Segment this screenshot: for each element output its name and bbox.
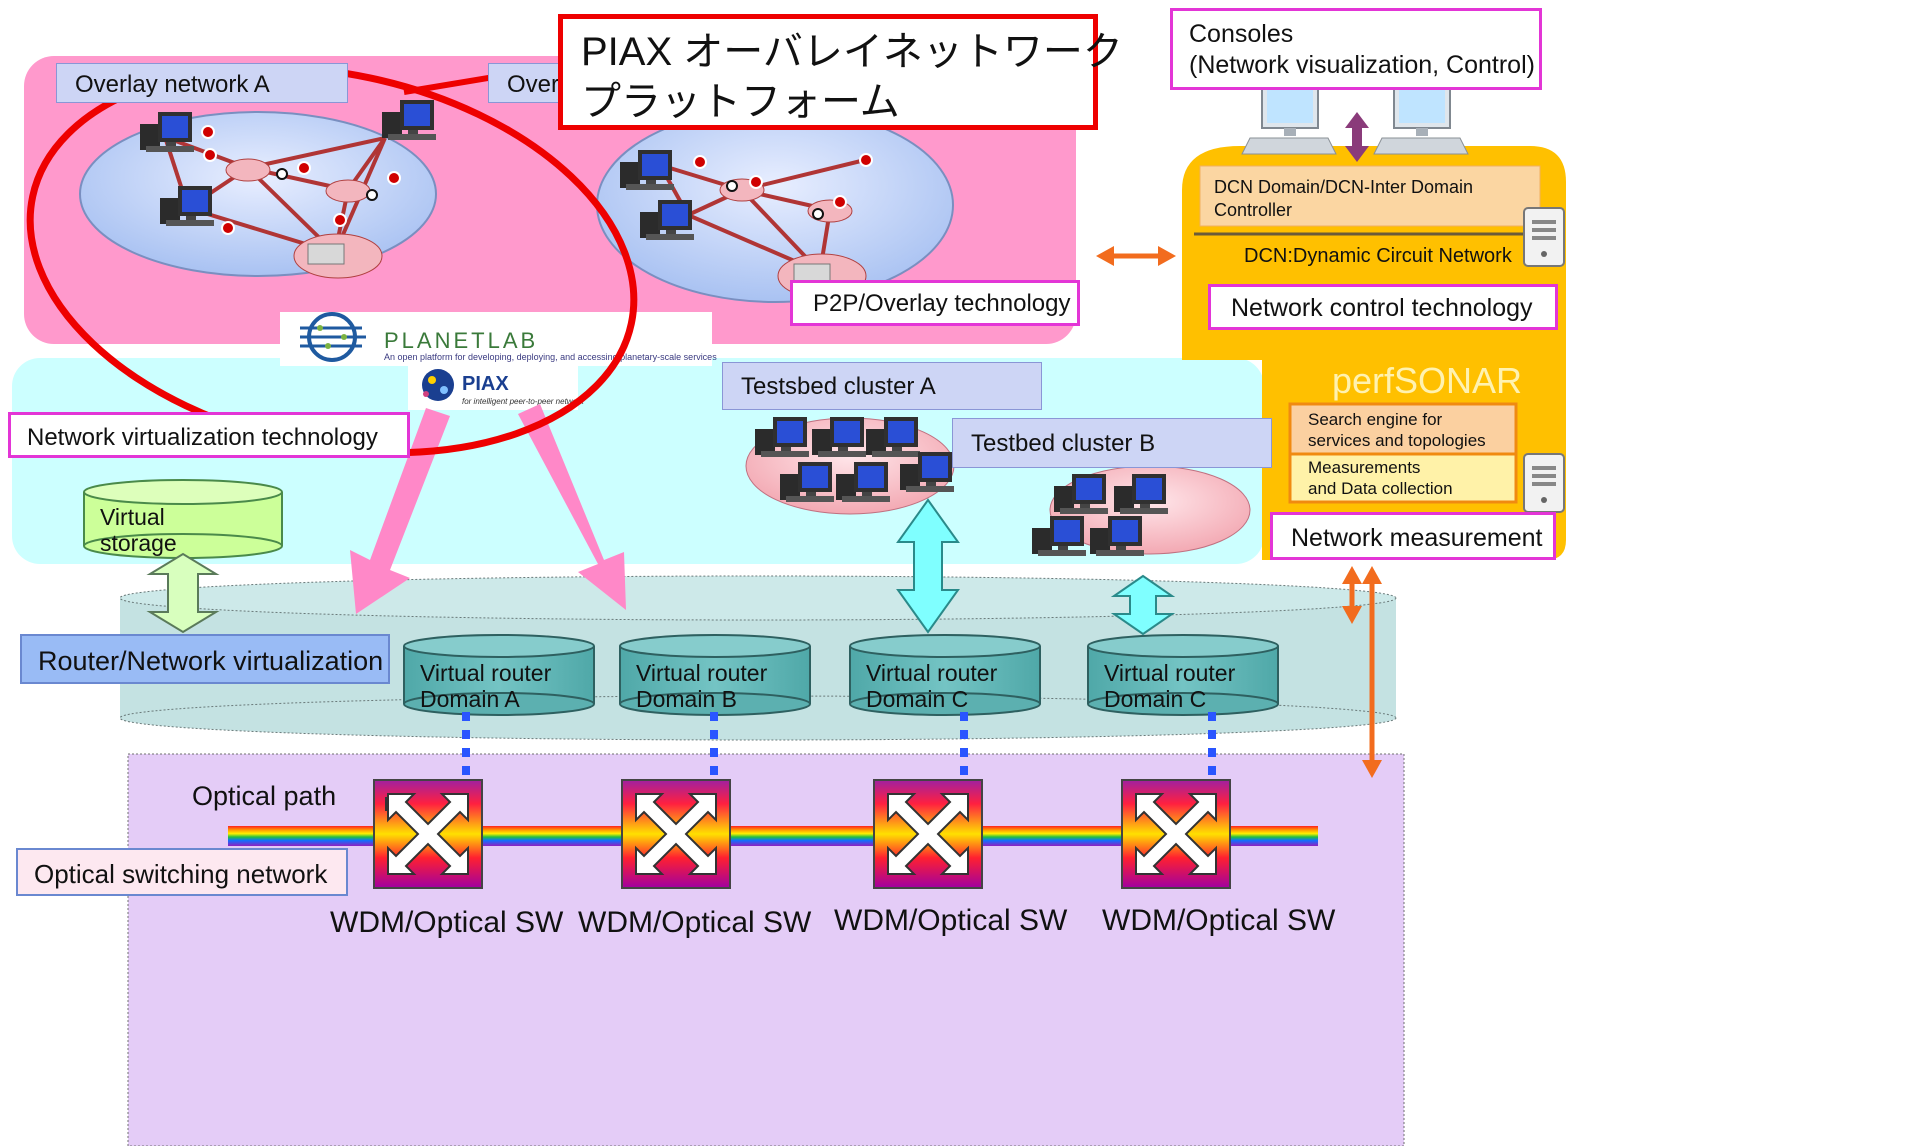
- wdm-switch-1: [373, 779, 483, 889]
- optical-switching-network-label: Optical switching network: [16, 848, 348, 896]
- consoles-subtitle: (Network visualization, Control): [1189, 51, 1535, 80]
- piax-to-router-arrows: [350, 404, 626, 614]
- wdm-switch-3: [873, 779, 983, 889]
- router-cylinder-b: [619, 634, 811, 716]
- storage-link-arrow: [146, 552, 220, 634]
- dcn-definition: DCN:Dynamic Circuit Network: [1244, 245, 1512, 267]
- router-a-line-2: Domain A: [420, 686, 520, 713]
- measurements-line-1: Measurements: [1308, 458, 1421, 477]
- testbed-cluster-b-label: Testbed cluster B: [952, 418, 1272, 468]
- overlay-network-b-label: Overl: [488, 63, 568, 103]
- virtual-storage-cylinder: [83, 479, 283, 559]
- router-b-line-2: Domain B: [636, 686, 737, 713]
- overlay-network-a-label: Overlay network A: [56, 63, 348, 103]
- router-c2-line-1: Virtual router: [1104, 660, 1236, 686]
- wdm-switch-4: [1121, 779, 1231, 889]
- router-label-c2: Virtual router Domain C: [1104, 660, 1235, 713]
- virtual-storage-line-2: storage: [100, 530, 177, 557]
- wdm-switch-2: [621, 779, 731, 889]
- wdm-switch-label-4: WDM/Optical SW: [1102, 904, 1336, 937]
- network-measurement-label: Network measurement: [1270, 512, 1556, 560]
- testbed-cluster-a-graph: [745, 417, 955, 515]
- p2p-overlay-technology-label: P2P/Overlay technology: [790, 280, 1080, 326]
- overlay-network-a-graph: [79, 100, 437, 279]
- router-c1-line-2: Domain C: [866, 686, 969, 713]
- router-b-line-1: Virtual router: [636, 660, 768, 686]
- measurements-text: Measurements and Data collection: [1308, 458, 1453, 499]
- virtual-storage-line-1: Virtual: [100, 504, 165, 530]
- piax-name: PIAX: [462, 373, 509, 395]
- cluster-to-router-arrows: [896, 498, 1176, 636]
- console-link-arrow: [1345, 112, 1369, 162]
- dcn-controller-line-1: DCN Domain/DCN-Inter Domain: [1214, 177, 1474, 197]
- perfsonar-title: perfSONAR: [1332, 360, 1523, 401]
- optical-path-label: Optical path: [192, 781, 337, 811]
- router-label-c1: Virtual router Domain C: [866, 660, 997, 713]
- piax-callout-box: PIAX オーバレイネットワーク プラットフォーム: [558, 14, 1123, 130]
- optical-path-line: [228, 826, 1318, 846]
- consoles-label-box: Consoles (Network visualization, Control…: [1170, 8, 1542, 90]
- virtual-storage-label: Virtual storage: [100, 504, 177, 557]
- testbed-cluster-a-label: Testsbed cluster A: [722, 362, 1042, 410]
- wdm-switch-label-2: WDM/Optical SW: [578, 906, 812, 939]
- planetlab-logo: PLANETLAB An open platform for developin…: [280, 312, 717, 366]
- network-virtualization-technology-label: Network virtualization technology: [8, 412, 410, 458]
- planetlab-name: PLANETLAB: [384, 328, 538, 353]
- control-link-arrows: [1096, 246, 1382, 778]
- wdm-switch-label-3: WDM/Optical SW: [834, 904, 1068, 937]
- callout-line-2: プラットフォーム: [581, 80, 900, 124]
- router-label-a: Virtual router Domain A: [420, 660, 551, 713]
- router-virtualization-label: Router/Network virtualization: [20, 634, 390, 684]
- piax-logo: PIAX for intelligent peer-to-peer networ…: [408, 366, 585, 410]
- planetlab-tagline: An open platform for developing, deployi…: [384, 352, 717, 362]
- router-cylinder-c2: [1087, 634, 1279, 716]
- search-engine-line-1: Search engine for: [1308, 410, 1443, 429]
- dcn-controller-box: [1199, 165, 1541, 227]
- measurements-line-2: and Data collection: [1308, 478, 1453, 498]
- router-c2-line-2: Domain C: [1104, 686, 1207, 713]
- consoles-title: Consoles: [1189, 20, 1294, 48]
- search-engine-text: Search engine for services and topologie…: [1308, 410, 1486, 451]
- router-label-b: Virtual router Domain B: [636, 660, 767, 713]
- network-control-technology-label: Network control technology: [1208, 284, 1558, 330]
- callout-line-1: PIAX オーバレイネットワーク: [581, 30, 1123, 74]
- wdm-switches: [373, 779, 1231, 889]
- router-a-line-1: Virtual router: [420, 660, 552, 686]
- dcn-controller-line-2: Controller: [1214, 199, 1293, 220]
- measurements-box: [1288, 452, 1518, 504]
- router-c1-line-1: Virtual router: [866, 660, 998, 686]
- wdm-switch-label-1: WDM/Optical SW: [330, 906, 564, 939]
- virtual-router-cylinders: [403, 634, 1279, 716]
- router-cylinder-a: [403, 634, 595, 716]
- router-cylinder-c1: [849, 634, 1041, 716]
- search-engine-line-2: services and topologies: [1308, 430, 1486, 450]
- dcn-controller-text: DCN Domain/DCN-Inter Domain Controller: [1214, 176, 1473, 221]
- overlay-network-b-graph: [596, 107, 954, 303]
- piax-tagline: for intelligent peer-to-peer network: [462, 397, 585, 406]
